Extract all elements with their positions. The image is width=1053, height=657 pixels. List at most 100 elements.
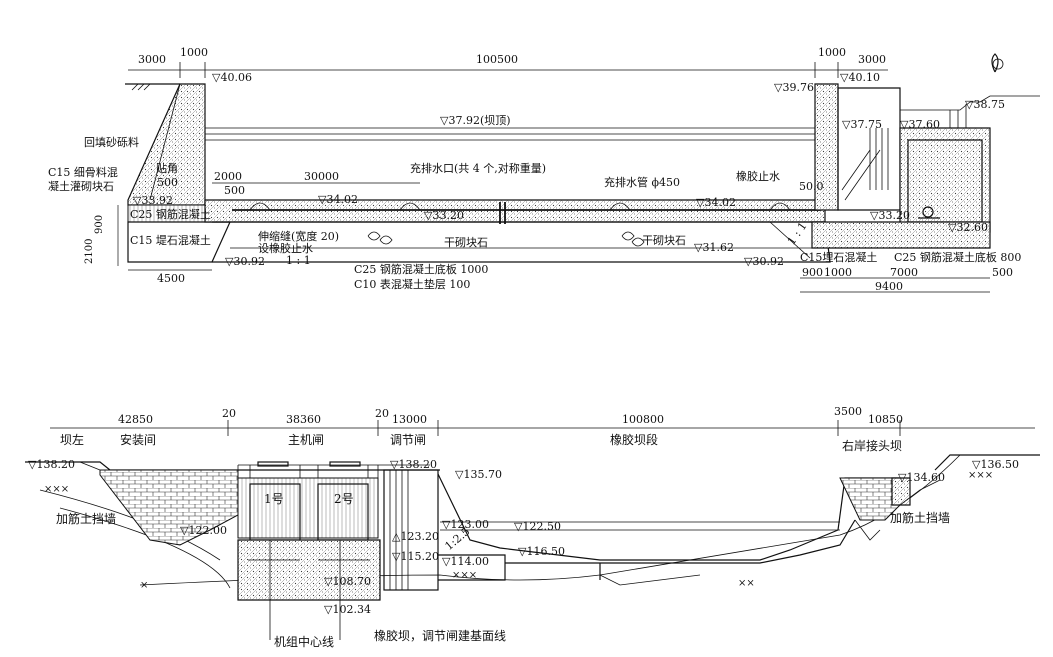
label-c15-fine2: 凝土灌砌块石 — [48, 179, 114, 193]
elev-108-70: ▽108.70 — [324, 575, 371, 588]
zone-right-abutment: 右岸接头坝 — [842, 438, 902, 453]
label-c25-slab800: C25 钢筋混凝土底板 800 — [894, 250, 1021, 264]
pump-room-upper — [837, 87, 901, 211]
dim-4500: 4500 — [157, 272, 185, 285]
label-c15-fine: C15 细骨料混 — [48, 165, 118, 179]
elev-138-20-b: ▽138.20 — [390, 458, 437, 471]
elev-116-50: ▽116.50 — [518, 545, 565, 558]
label-joint2: 设橡胶止水 — [258, 241, 313, 255]
label-foundation: 橡胶坝，调节闸建基面线 — [374, 628, 506, 643]
dim-20-a: 20 — [222, 407, 236, 420]
label-cushion: C10 表混凝土垫层 100 — [354, 277, 470, 291]
dim-3000-left: 3000 — [138, 53, 166, 66]
elev-37-60: ▽37.60 — [900, 118, 940, 131]
svg-text:×××: ××× — [452, 570, 477, 581]
label-pipe: 充排水管 ϕ450 — [604, 175, 680, 189]
dim-1000-right: 1000 — [818, 46, 846, 59]
right-base-slab — [811, 221, 991, 249]
label-ratio-right: 1 : 1 — [785, 220, 810, 248]
main-gate-base — [237, 539, 381, 601]
elev-115-20: ▽115.20 — [392, 550, 439, 563]
bottom-elevation-view: 42850 20 38360 20 13000 100800 3500 1085… — [25, 405, 1040, 649]
dim-3000-right: 3000 — [858, 53, 886, 66]
dim-13000: 13000 — [392, 413, 427, 426]
zone-main-gate: 主机闸 — [288, 433, 324, 447]
label-ratio-left: 1 : 1 — [286, 254, 311, 267]
label-unit-center: 机组中心线 — [274, 634, 334, 649]
elev-30-92-a: ▽30.92 — [225, 255, 265, 268]
zone-regulating-gate: 调节闸 — [390, 433, 426, 447]
right-abutment-block — [839, 477, 901, 521]
elev-122-00: ▽122.00 — [180, 524, 227, 537]
label-base-slab: C25 钢筋混凝土底板 1000 — [354, 262, 488, 276]
dim-2100-v: 2100 — [84, 239, 95, 264]
label-c15-buried: C15埋石混凝土 — [800, 250, 877, 264]
elev-33-20-b: ▽33.20 — [870, 209, 910, 222]
elev-138-20-a: ▽138.20 — [28, 458, 75, 471]
dim-30000: 30000 — [304, 170, 339, 183]
elev-40-06: ▽40.06 — [212, 71, 252, 84]
elev-32-60: ▽32.60 — [948, 221, 988, 234]
label-dry-stone-b: 干砌块石 — [642, 234, 686, 247]
dim-500: 500 — [224, 184, 245, 197]
elev-122-50: ▽122.50 — [514, 520, 561, 533]
dim-900-v: 900 — [94, 215, 105, 234]
dim-42850: 42850 — [118, 413, 153, 426]
elev-30-92-b: ▽30.92 — [744, 255, 784, 268]
elev-39-76: ▽39.76 — [774, 81, 814, 94]
label-rubber-stop: 橡胶止水 — [736, 169, 780, 183]
dim-20-b: 20 — [375, 407, 389, 420]
dry-stone-symbols — [367, 231, 645, 247]
elev-33-92: ▽33.92 — [133, 194, 173, 207]
elev-40-10: ▽40.10 — [840, 71, 880, 84]
pump-room-lower — [899, 127, 991, 233]
label-c15-rock: C15 堤石混凝土 — [130, 233, 211, 247]
dim-10850: 10850 — [868, 413, 903, 426]
dim-1000-b: 1000 — [824, 266, 852, 279]
elev-135-70: ▽135.70 — [455, 468, 502, 481]
elev-31-62: ▽31.62 — [694, 241, 734, 254]
label-fillet: 贴角 — [156, 161, 178, 175]
svg-text:×: × — [140, 580, 148, 591]
svg-text:×××: ××× — [44, 484, 69, 495]
label-unit-1: 1号 — [264, 492, 284, 506]
right-slope-line — [769, 221, 811, 259]
dim-1000-left: 1000 — [180, 46, 208, 59]
svg-text:××: ×× — [738, 578, 755, 589]
elev-33-20-a: ▽33.20 — [424, 209, 464, 222]
tree-icon — [918, 53, 999, 219]
dim-2000: 2000 — [214, 170, 242, 183]
dim-100500: 100500 — [476, 53, 518, 66]
label-backfill: 回填砂砾料 — [84, 135, 139, 149]
label-c25: C25 钢筋混凝土 — [130, 207, 211, 221]
label-unit-2: 2号 — [334, 492, 354, 506]
dim-900: 900 — [802, 266, 823, 279]
dim-7000: 7000 — [890, 266, 918, 279]
elev-38-75: ▽38.75 — [965, 98, 1005, 111]
elev-134-60: ▽134.60 — [898, 471, 945, 484]
dim-9400: 9400 — [875, 280, 903, 293]
left-ground-profile — [25, 461, 440, 471]
svg-text:×××: ××× — [968, 470, 993, 481]
dim-3500: 3500 — [834, 405, 862, 418]
elev-123-00: ▽123.00 — [442, 518, 489, 531]
label-wall-right: 加筋土挡墙 — [890, 510, 950, 525]
zone-install-hall: 安装间 — [120, 432, 156, 447]
label-dry-stone-a: 干砌块石 — [444, 236, 488, 249]
rubber-dam-basin — [437, 473, 900, 561]
elev-37-75: ▽37.75 — [842, 118, 882, 131]
elev-34-02-b: ▽34.02 — [696, 196, 736, 209]
elev-136-50: ▽136.50 — [972, 458, 1019, 471]
elev-37-92: ▽37.92(坝顶) — [440, 113, 511, 127]
dim-100800: 100800 — [622, 413, 664, 426]
elev-102-34: ▽102.34 — [324, 603, 371, 616]
label-joint1: 伸缩缝(宽度 20) — [258, 229, 339, 243]
dim-38360: 38360 — [286, 413, 321, 426]
zone-rubber-dam: 橡胶坝段 — [610, 432, 658, 447]
label-wall-left: 加筋土挡墙 — [56, 511, 116, 526]
zone-left-abutment: 坝左 — [60, 432, 84, 447]
top-cross-section: 3000 1000 100500 1000 3000 — [48, 46, 1040, 293]
dim-500-b: 500 — [992, 266, 1013, 279]
regulating-gate — [383, 469, 439, 591]
